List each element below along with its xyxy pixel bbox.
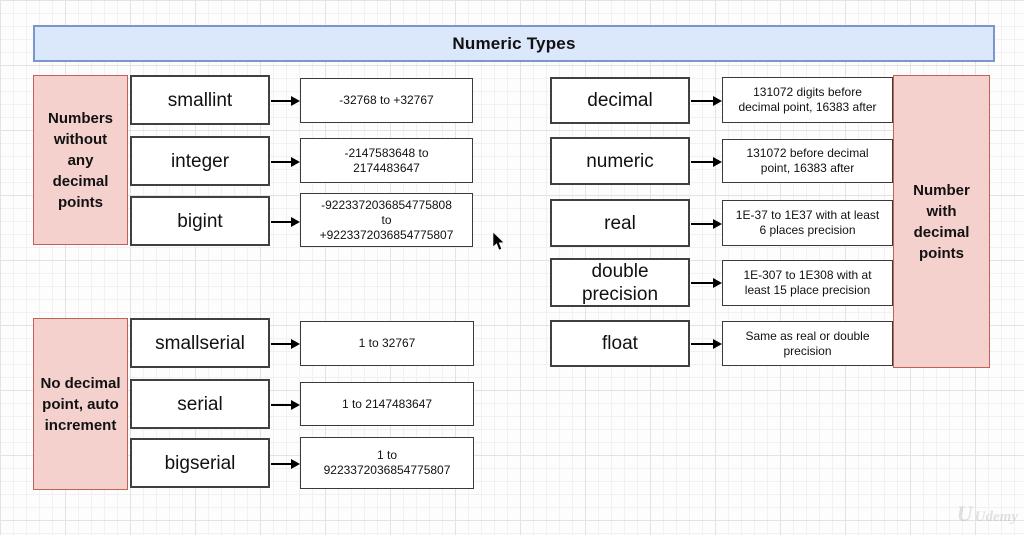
arrow-shaft [691, 223, 715, 225]
range-box-bigserial: 1 to 9223372036854775807 [300, 437, 474, 489]
arrow-smallserial [271, 338, 300, 349]
range-box-smallint: -32768 to +32767 [300, 78, 473, 123]
watermark-text: Udemy [974, 509, 1018, 525]
arrow-bigint [271, 216, 300, 227]
diagram-title-bar: Numeric Types [33, 25, 995, 62]
range-box-smallserial: 1 to 32767 [300, 321, 474, 366]
arrow-double-precision [691, 277, 722, 288]
arrow-serial [271, 399, 300, 410]
arrow-bigserial [271, 458, 300, 469]
range-box-numeric: 131072 before decimal point, 16383 after [722, 139, 893, 183]
arrow-head-icon [713, 338, 722, 349]
arrow-real [691, 218, 722, 229]
arrow-head-icon [291, 156, 300, 167]
arrow-head-icon [291, 216, 300, 227]
arrow-head-icon [713, 95, 722, 106]
range-box-real: 1E-37 to 1E37 with at least 6 places pre… [722, 200, 893, 246]
type-box-float: float [550, 320, 690, 367]
arrow-shaft [691, 343, 715, 345]
mouse-cursor-icon [492, 232, 505, 251]
arrow-shaft [691, 161, 715, 163]
arrow-shaft [271, 343, 293, 345]
type-box-serial: serial [130, 379, 270, 429]
range-box-decimal: 131072 digits before decimal point, 1638… [722, 77, 893, 123]
arrow-head-icon [291, 458, 300, 469]
arrow-numeric [691, 156, 722, 167]
arrow-smallint [271, 95, 300, 106]
type-box-smallserial: smallserial [130, 318, 270, 368]
arrow-head-icon [713, 277, 722, 288]
arrow-head-icon [291, 95, 300, 106]
range-box-bigint: -9223372036854775808 to +922337203685477… [300, 193, 473, 247]
type-box-double-precision: double precision [550, 258, 690, 307]
range-box-double-precision: 1E-307 to 1E308 with at least 15 place p… [722, 260, 893, 306]
category-box-no-decimal-points: Numbers without any decimal points [33, 75, 128, 245]
range-box-serial: 1 to 2147483647 [300, 382, 474, 426]
arrow-shaft [691, 100, 715, 102]
watermark-logo-icon: U [956, 501, 973, 526]
range-box-integer: -2147583648 to 2174483647 [300, 138, 473, 183]
type-box-bigserial: bigserial [130, 438, 270, 488]
arrow-head-icon [291, 338, 300, 349]
category-box-with-decimal-points: Number with decimal points [893, 75, 990, 368]
type-box-numeric: numeric [550, 137, 690, 185]
arrow-shaft [271, 463, 293, 465]
arrow-float [691, 338, 722, 349]
arrow-head-icon [291, 399, 300, 410]
arrow-shaft [271, 221, 293, 223]
arrow-head-icon [713, 218, 722, 229]
type-box-bigint: bigint [130, 196, 270, 246]
arrow-shaft [271, 100, 293, 102]
type-box-real: real [550, 199, 690, 247]
arrow-shaft [691, 282, 715, 284]
range-box-float: Same as real or double precision [722, 321, 893, 366]
type-box-integer: integer [130, 136, 270, 186]
arrow-decimal [691, 95, 722, 106]
type-box-smallint: smallint [130, 75, 270, 125]
arrow-head-icon [713, 156, 722, 167]
arrow-shaft [271, 404, 293, 406]
category-box-auto-increment: No decimal point, auto increment [33, 318, 128, 490]
type-box-decimal: decimal [550, 77, 690, 124]
page-title: Numeric Types [452, 33, 576, 53]
arrow-integer [271, 156, 300, 167]
arrow-shaft [271, 161, 293, 163]
